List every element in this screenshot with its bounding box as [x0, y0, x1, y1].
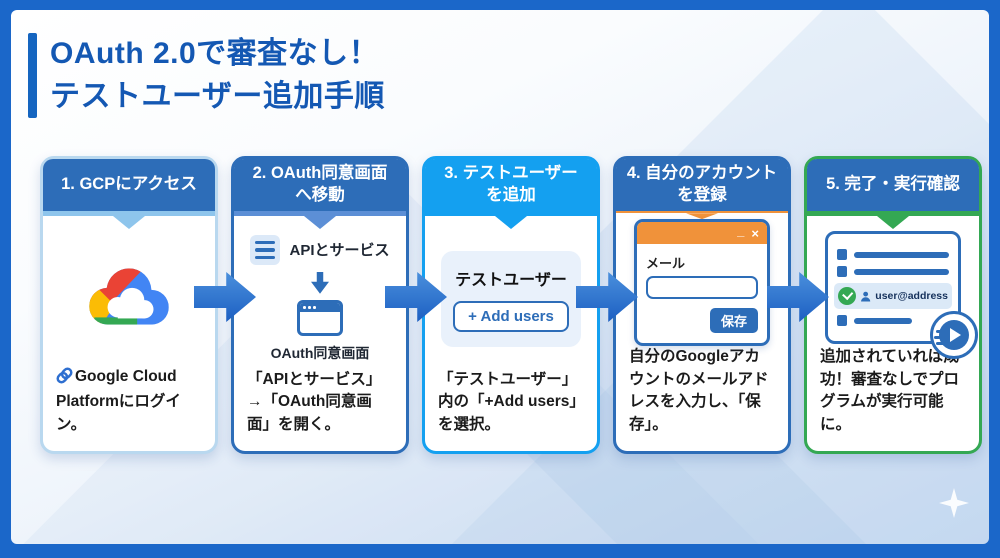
dialog-body: メール 保存: [637, 244, 767, 343]
step-2-header-line2: へ移動: [295, 186, 345, 204]
list-item: [837, 315, 949, 327]
sparkle-icon: [939, 488, 969, 518]
step-5-accent-strip: [807, 211, 979, 216]
email-dialog-window: _ × メール 保存: [634, 219, 770, 347]
step-5-graphic: user@address: [807, 229, 979, 360]
step-4-caption: 自分のGoogleアカウントのメールアドレスを入力し、「保存」。: [629, 348, 769, 433]
step-card-1: 1. GCPにアクセス: [40, 156, 218, 454]
step-2-header-line1: 2. OAuth同意画面: [252, 164, 388, 183]
step-2-caption: 「APIとサービス」→「OAuth同意画面」を開く。: [247, 370, 382, 433]
step-1-notch: [113, 216, 145, 229]
menu-row: APIとサービス: [250, 234, 390, 265]
step-4-header-line2: を登録: [677, 186, 727, 204]
step-4-accent-strip: [616, 211, 788, 214]
hamburger-menu-icon[interactable]: [250, 234, 281, 265]
user-email-text: user@address: [875, 290, 948, 303]
step-3-graphic: テストユーザー + Add users: [425, 229, 597, 369]
down-arrow-icon: [311, 271, 329, 294]
step-2-header: 2. OAuth同意画面 へ移動: [234, 159, 406, 211]
email-input[interactable]: [646, 276, 758, 300]
list-item: [837, 249, 949, 261]
test-users-title: テストユーザー: [455, 271, 567, 289]
person-icon: [861, 291, 871, 302]
email-field-label: メール: [646, 256, 686, 272]
added-user-row: user@address: [834, 283, 952, 310]
link-icon[interactable]: [56, 367, 73, 391]
step-4-notch: [686, 213, 718, 220]
step-card-4: 4. 自分のアカウント を登録 _ × メール: [613, 156, 791, 454]
run-program-icon[interactable]: [930, 311, 978, 360]
dialog-titlebar: _ ×: [637, 222, 767, 245]
step-1-graphic: [43, 229, 215, 366]
page-title: OAuth 2.0で審査なし！ テストユーザー追加手順: [50, 33, 385, 118]
step-5-caption: 追加されていれば成功！審査なしでプログラムが実行可能に。: [820, 348, 960, 433]
step-card-3: 3. テストユーザー を追加 テストユーザー + Add users 「テストユ…: [422, 156, 600, 454]
steps-row: 1. GCPにアクセス: [40, 156, 982, 454]
step-3-caption: 「テストユーザー」内の「+Add users」を選択。: [438, 370, 578, 433]
test-users-panel: テストユーザー + Add users: [441, 250, 581, 347]
step-1-caption-text: Google Cloud Platformにログイン。: [56, 367, 181, 433]
user-list-panel: user@address: [825, 231, 978, 360]
step-3-header-line2: を追加: [486, 186, 536, 204]
step-card-5: 5. 完了・実行確認: [804, 156, 982, 454]
step-2-graphic: APIとサービス OAuth同意画面: [234, 229, 406, 369]
api-services-label: APIとサービス: [289, 242, 390, 260]
step-1-accent-strip: [43, 211, 215, 216]
step-4-graphic: _ × メール 保存: [616, 219, 788, 347]
step-card-2: 2. OAuth同意画面 へ移動 APIとサービス OAuth同意画面: [231, 156, 409, 454]
step-4-header-line1: 4. 自分のアカウント: [626, 164, 778, 183]
step-5-header: 5. 完了・実行確認: [807, 159, 979, 211]
content-area: OAuth 2.0で審査なし！ テストユーザー追加手順 1. GCPにアクセス: [11, 10, 989, 544]
title-line-1: OAuth 2.0で審査なし！: [50, 37, 380, 70]
step-3-notch: [495, 216, 527, 229]
title-block: OAuth 2.0で審査なし！ テストユーザー追加手順: [28, 33, 385, 119]
step-3-header-line1: 3. テストユーザー: [444, 164, 578, 183]
step-3-header: 3. テストユーザー を追加: [425, 159, 597, 211]
google-cloud-logo-icon: [89, 268, 169, 325]
step-1-caption: Google Cloud Platformにログイン。: [43, 366, 215, 451]
minimize-icon[interactable]: _: [737, 223, 745, 239]
add-users-button[interactable]: + Add users: [453, 300, 569, 332]
step-1-header: 1. GCPにアクセス: [43, 159, 215, 211]
step-5-header-line1: 5. 完了・実行確認: [826, 175, 960, 194]
browser-window-icon: [297, 299, 343, 336]
oauth-consent-label: OAuth同意画面: [270, 344, 370, 361]
step-2-notch: [304, 216, 336, 229]
step-4-header: 4. 自分のアカウント を登録: [616, 159, 788, 211]
list-item: [837, 266, 949, 278]
step-5-notch: [877, 216, 909, 229]
step-1-header-line1: 1. GCPにアクセス: [61, 175, 197, 194]
step-2-accent-strip: [234, 211, 406, 216]
step-3-accent-strip: [425, 211, 597, 216]
title-accent-bar: [28, 33, 37, 119]
browser-titlebar: [300, 302, 340, 312]
check-circle-icon: [838, 287, 856, 306]
title-line-2: テストユーザー追加手順: [50, 79, 385, 113]
close-icon[interactable]: ×: [751, 225, 759, 241]
save-button[interactable]: 保存: [709, 308, 758, 334]
play-icon: [939, 320, 969, 351]
